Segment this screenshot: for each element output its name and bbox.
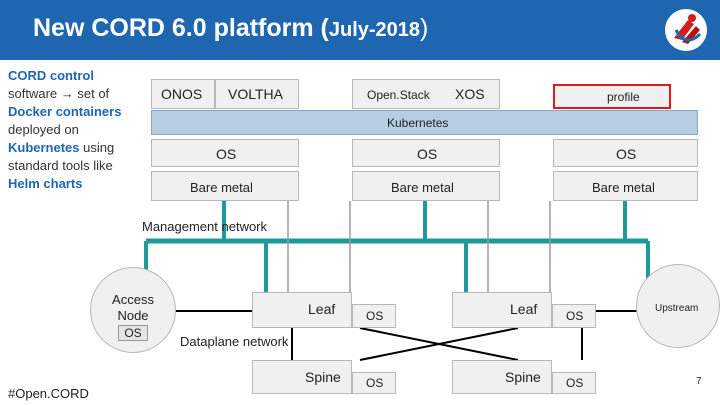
onos-box: ONOS (151, 79, 215, 109)
spine-2-os-box: OS (552, 372, 596, 394)
sidebar-line-5a: Kubernetes (8, 140, 80, 155)
sidebar-line-5b: using (79, 140, 115, 155)
upstream-label: Upstream (655, 303, 699, 314)
kubernetes-label: Kubernetes (387, 116, 449, 130)
bare-metal-label-3: Bare metal (592, 180, 655, 195)
voltha-label: VOLTHA (228, 86, 283, 102)
access-node-os-box: OS (118, 325, 148, 341)
cord-logo-icon (665, 9, 707, 51)
bare-metal-box-2: Bare metal (352, 171, 500, 201)
profile-label: profile (607, 90, 640, 104)
access-node-circle: Access Node OS (90, 267, 176, 353)
openstack-label: Open.Stack (367, 88, 430, 102)
title-date: July-2018 (328, 19, 421, 41)
spine-switch-1: Spine (252, 360, 352, 394)
spine-switch-2: Spine (452, 360, 552, 394)
sidebar-line-3: Docker containers (8, 104, 122, 119)
os-box-1: OS (151, 139, 299, 167)
leaf-1-os-box: OS (352, 304, 396, 328)
sidebar-line-2b: set of (73, 86, 110, 101)
sidebar-line-7: Helm charts (8, 176, 83, 191)
title-bar (0, 0, 720, 60)
spine-2-label: Spine (505, 369, 541, 385)
leaf-1-os-label: OS (366, 309, 384, 323)
leaf-2-label: Leaf (510, 301, 538, 317)
spine-2-os-label: OS (566, 376, 584, 390)
openstack-xos-box: Open.Stack XOS (352, 79, 500, 109)
access-node-label-2: Node (117, 308, 149, 323)
xos-label: XOS (455, 86, 485, 102)
management-network-label: Management network (142, 219, 268, 234)
dataplane-network-label: Dataplane network (180, 334, 289, 349)
sidebar-line-6: standard tools like (8, 158, 113, 173)
bare-metal-box-1: Bare metal (151, 171, 299, 201)
leaf-2-os-label: OS (566, 309, 584, 323)
sidebar-line-4: deployed on (8, 122, 79, 137)
profile-box: profile (553, 84, 671, 109)
leaf-1-label: Leaf (308, 301, 336, 317)
title-close-paren: ) (420, 14, 429, 42)
leaf-switch-2: Leaf (452, 292, 552, 328)
kubernetes-band: Kubernetes (151, 110, 698, 135)
sidebar-description: CORD control software → set of Docker co… (8, 67, 138, 193)
sidebar-line-1: CORD control (8, 68, 94, 83)
os-label-2: OS (417, 146, 438, 162)
sidebar-line-2a: software (8, 86, 61, 101)
dataplane-cross-2 (359, 327, 519, 361)
spine-1-os-label: OS (366, 376, 384, 390)
access-node-label-1: Access (112, 292, 154, 307)
os-box-2: OS (352, 139, 500, 167)
onos-label: ONOS (161, 86, 203, 102)
os-label-3: OS (616, 146, 637, 162)
bare-metal-label-1: Bare metal (190, 180, 253, 195)
leaf-switch-1: Leaf (252, 292, 352, 328)
voltha-box: VOLTHA (215, 79, 299, 109)
title-main: New CORD 6.0 platform ( (33, 14, 329, 42)
page-number: 7 (696, 376, 702, 387)
upstream-circle: Upstream (636, 264, 720, 348)
arrow-right-icon: → (60, 86, 74, 101)
bare-metal-label-2: Bare metal (391, 180, 454, 195)
spine-1-label: Spine (305, 369, 341, 385)
hashtag-label: #Open.CORD (8, 386, 89, 401)
page-title: New CORD 6.0 platform (July-2018) (33, 14, 428, 43)
leaf-2-os-box: OS (552, 304, 596, 328)
os-box-3: OS (553, 139, 698, 167)
os-label-1: OS (216, 146, 237, 162)
spine-1-os-box: OS (352, 372, 396, 394)
bare-metal-box-3: Bare metal (553, 171, 698, 201)
